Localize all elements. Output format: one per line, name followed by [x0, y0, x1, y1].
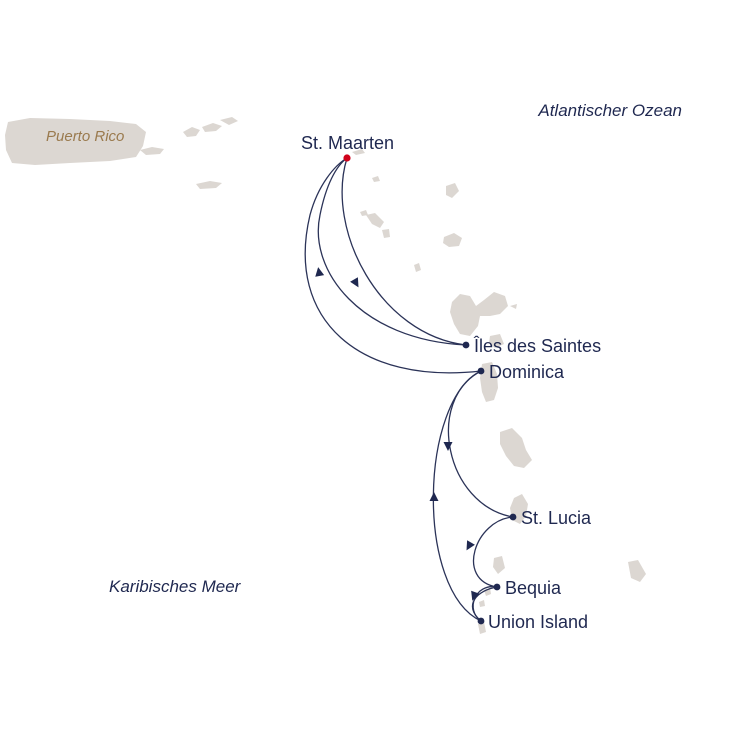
desirade-island: [510, 304, 517, 309]
port-marker-union-island[interactable]: [477, 617, 485, 625]
port-marker-dominica[interactable]: [477, 367, 485, 375]
barbuda-island: [446, 183, 459, 198]
port-label-bequia[interactable]: Bequia: [505, 578, 562, 598]
grenadines-island-2: [479, 600, 485, 607]
port-marker-st-lucia[interactable]: [509, 513, 517, 521]
st-kitts-island: [366, 213, 384, 228]
port-marker-iles-des-saintes[interactable]: [462, 341, 470, 349]
route-dominica-st-maarten-outer: [304, 157, 482, 374]
montserrat-island: [414, 263, 421, 272]
direction-arrow-icon: [429, 492, 439, 501]
port-label-dominica[interactable]: Dominica: [489, 362, 565, 382]
nevis-island: [382, 229, 390, 238]
port-marker-bequia[interactable]: [493, 583, 501, 591]
martinique-island: [500, 428, 532, 468]
puerto-rico-island: [5, 118, 146, 165]
sea-label-atlantic: Atlantischer Ozean: [537, 101, 682, 120]
virgin-island-2: [202, 123, 222, 132]
st-barth-island: [372, 176, 380, 182]
sea-label-caribbean: Karibisches Meer: [109, 577, 242, 596]
direction-arrow-icon: [350, 277, 359, 288]
virgin-island-3: [220, 117, 238, 125]
island-label-puerto-rico: Puerto Rico: [46, 128, 124, 145]
dominica-island: [480, 362, 498, 402]
st-vincent-island: [493, 556, 505, 574]
grenadines-island-3: [478, 622, 486, 634]
map-labels: Atlantischer Ozean Karibisches Meer Puer…: [46, 101, 682, 632]
port-label-union-island[interactable]: Union Island: [488, 612, 588, 632]
route-st-lucia-bequia: [472, 516, 514, 588]
route-st-maarten-saintes-inner: [341, 157, 467, 346]
st-croix-island: [196, 181, 222, 189]
land-masses: [5, 117, 646, 634]
route-saintes-st-maarten-outer: [317, 157, 467, 346]
guadeloupe-island: [450, 292, 508, 336]
port-label-st-maarten[interactable]: St. Maarten: [301, 133, 394, 153]
direction-arrow-icon: [471, 590, 480, 601]
saba-island: [360, 210, 368, 216]
port-marker-st-maarten[interactable]: [343, 154, 351, 162]
direction-arrow-icon: [443, 442, 453, 451]
vieques-island: [140, 147, 164, 155]
marie-galante-island: [489, 334, 504, 348]
port-label-iles-des-saintes[interactable]: Îles des Saintes: [473, 336, 601, 356]
route-union-island-loop: [471, 586, 498, 622]
port-markers: [343, 154, 517, 625]
port-label-st-lucia[interactable]: St. Lucia: [521, 508, 592, 528]
antigua-island: [443, 233, 462, 247]
barbados-island: [628, 560, 646, 582]
route-arrows: [315, 267, 480, 601]
anguilla-island: [352, 149, 365, 155]
virgin-island-1: [183, 127, 200, 137]
direction-arrow-icon: [315, 267, 325, 277]
direction-arrow-icon: [466, 540, 475, 551]
